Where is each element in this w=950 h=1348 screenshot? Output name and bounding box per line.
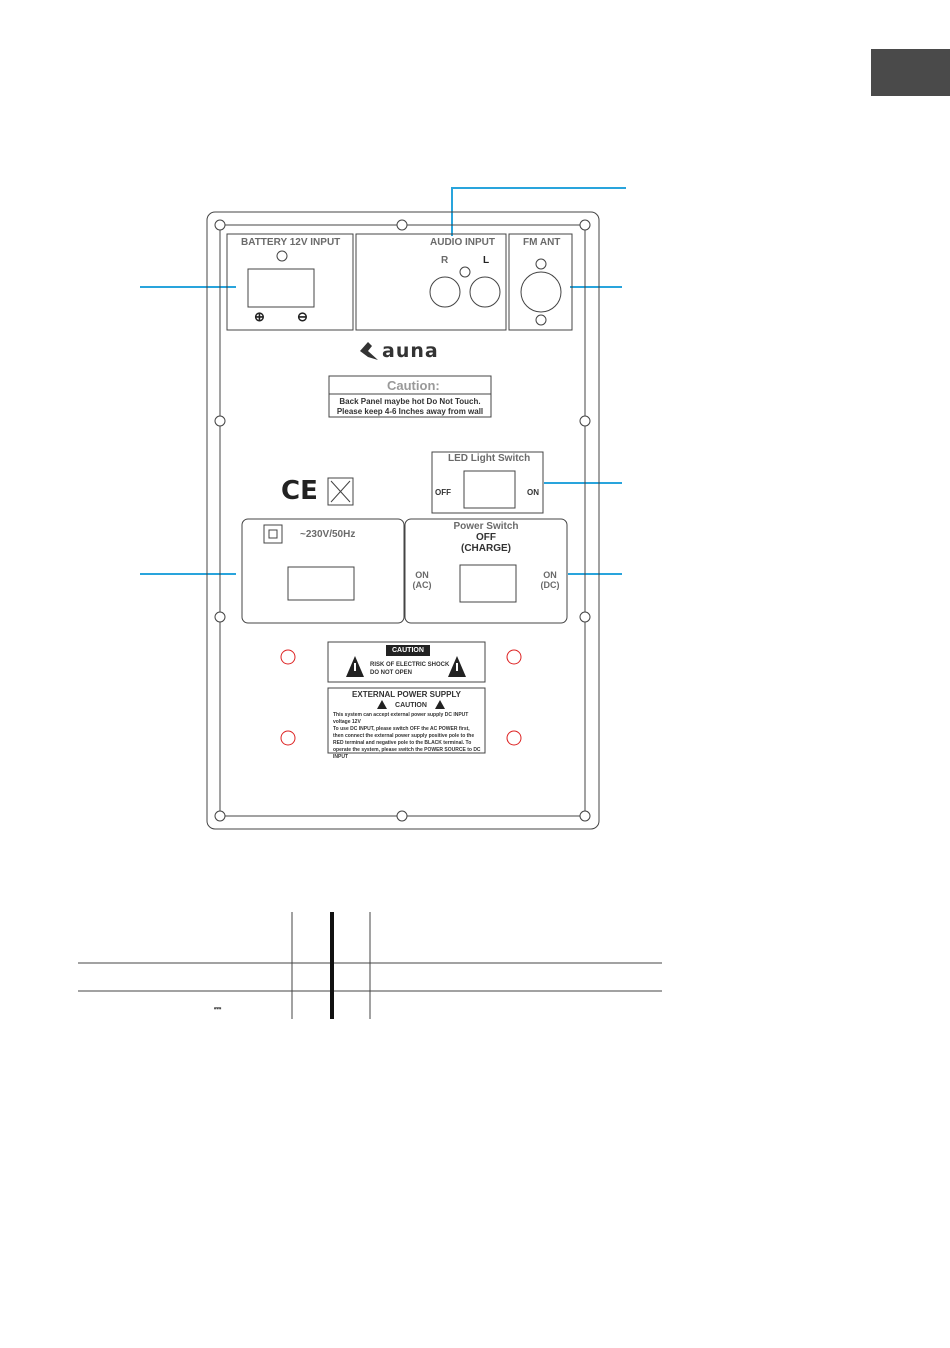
caution-box xyxy=(328,375,492,418)
power-switch-box xyxy=(404,518,568,624)
power-charge-label: (CHARGE) xyxy=(461,543,511,554)
callout-lines xyxy=(140,187,626,575)
power-on-dc: ON xyxy=(543,570,557,580)
external-power-title: EXTERNAL POWER SUPPLY xyxy=(352,690,461,699)
external-bullet-1: This system can accept external power su… xyxy=(333,712,469,725)
fm-ant-box xyxy=(508,233,573,331)
external-power-box xyxy=(327,687,486,754)
caution-label-black: CAUTION xyxy=(386,645,430,656)
battery-input-box xyxy=(226,233,354,331)
audio-input-box xyxy=(355,233,507,331)
fm-ant-title: FM ANT xyxy=(523,237,561,248)
power-on-ac: ON xyxy=(415,570,429,580)
audio-input-title: AUDIO INPUT xyxy=(430,237,495,248)
shock-warning-line-2: DO NOT OPEN xyxy=(370,670,413,676)
caution-line-1: Back Panel maybe hot Do Not Touch. xyxy=(339,397,481,406)
weee-icon xyxy=(327,477,354,506)
power-ac-label: (AC) xyxy=(412,580,432,590)
battery-indicator xyxy=(276,250,288,262)
caution-text: Back Panel maybe hot Do Not Touch. Pleas… xyxy=(329,397,491,417)
fm-ant-socket xyxy=(520,271,562,313)
audio-l-label: L xyxy=(483,255,490,266)
voltage-label: ~230V/50Hz xyxy=(300,529,356,540)
power-off-label: OFF xyxy=(476,532,496,543)
brand-name: auna xyxy=(382,340,439,362)
power-dc-label: (DC) xyxy=(540,580,560,590)
mounting-holes xyxy=(280,649,522,746)
led-switch-title: LED Light Switch xyxy=(448,453,531,464)
power-switch-title: Power Switch xyxy=(453,521,519,532)
ac-socket xyxy=(287,566,355,601)
callout-audio-input xyxy=(451,187,626,236)
fuse-box xyxy=(263,524,283,544)
led-on-label: ON xyxy=(527,488,539,497)
brand-logo-icon xyxy=(358,340,380,362)
battery-input-title: BATTERY 12V INPUT xyxy=(241,237,341,248)
spec-table-lines xyxy=(78,912,662,1019)
audio-jack-l xyxy=(469,276,501,308)
battery-terminal xyxy=(247,268,315,308)
ce-mark: CE xyxy=(281,476,318,506)
dc-symbol: ⎓ xyxy=(214,1003,222,1013)
shock-warning-line-1: RISK OF ELECTRIC SHOCK xyxy=(370,662,450,668)
led-switch-box xyxy=(431,451,544,514)
panel-outer-frame xyxy=(206,211,600,830)
ac-input-box xyxy=(241,518,405,624)
led-off-label: OFF xyxy=(435,488,451,497)
power-switch-rocker xyxy=(459,564,517,603)
external-caution-label: CAUTION xyxy=(395,702,427,709)
led-switch-rocker xyxy=(463,470,516,509)
shock-warning-box xyxy=(327,641,486,683)
caution-line-2: Please keep 4-6 Inches away from wall xyxy=(336,407,484,416)
battery-minus-symbol: ⊖ xyxy=(297,309,308,324)
battery-plus-symbol: ⊕ xyxy=(254,309,265,324)
external-power-text: This system can accept external power su… xyxy=(333,712,481,761)
audio-r-label: R xyxy=(441,255,449,266)
audio-indicator xyxy=(459,266,471,278)
section-tab-marker xyxy=(871,49,950,96)
caution-title: Caution: xyxy=(387,378,440,393)
audio-jack-r xyxy=(429,276,461,308)
panel-screws xyxy=(214,219,591,822)
external-bullet-2: To use DC INPUT, please switch OFF the A… xyxy=(333,726,481,760)
